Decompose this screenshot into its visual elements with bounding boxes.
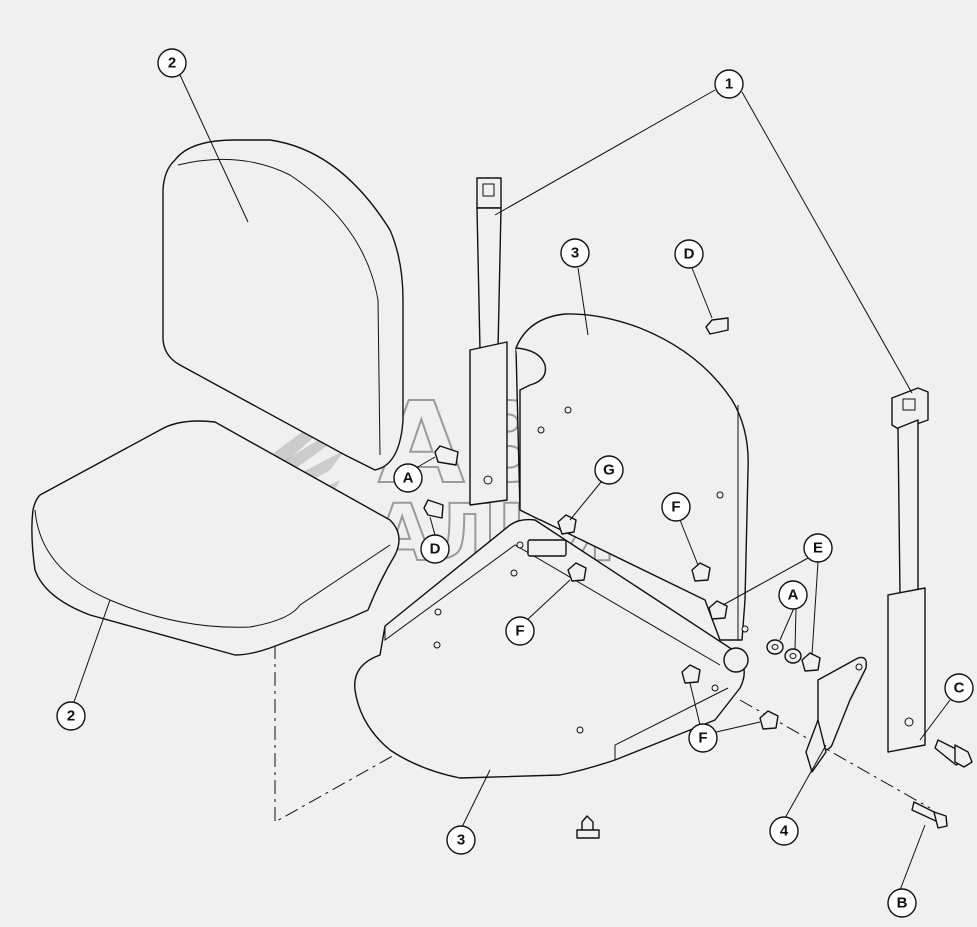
callout-4: 4 (769, 816, 799, 846)
callouts: 1 2 2 3 3 4 A A B C D D (56, 48, 974, 918)
callout-F-center: F (505, 616, 535, 646)
leader-lines (73, 74, 951, 891)
callout-C: C (944, 673, 974, 703)
seat-bottom-pan (354, 518, 745, 779)
svg-text:2: 2 (67, 708, 75, 725)
callout-G: G (594, 455, 624, 485)
svg-text:E: E (813, 540, 823, 557)
svg-text:D: D (684, 246, 695, 263)
callout-2-top: 2 (157, 48, 187, 78)
callout-A-left: A (393, 463, 423, 493)
callout-3-top: 3 (560, 238, 590, 268)
svg-text:D: D (430, 541, 441, 558)
svg-text:2: 2 (168, 55, 176, 72)
callout-3-bottom: 3 (446, 825, 476, 855)
callout-B: B (887, 888, 917, 918)
svg-text:F: F (698, 730, 707, 747)
callout-F-upper: F (661, 492, 691, 522)
seat-back-cushion (162, 139, 404, 471)
callout-2-bottom: 2 (56, 701, 86, 731)
svg-text:F: F (515, 623, 524, 640)
svg-text:B: B (897, 895, 908, 912)
svg-text:A: A (403, 470, 414, 487)
strap-center (469, 177, 508, 506)
svg-text:1: 1 (725, 76, 733, 93)
svg-text:3: 3 (571, 245, 579, 262)
svg-text:G: G (603, 462, 615, 479)
strap-right (887, 387, 929, 753)
svg-text:C: C (954, 680, 965, 697)
callout-E: E (803, 533, 833, 563)
svg-text:F: F (671, 499, 680, 516)
callout-D-left: D (420, 534, 450, 564)
callout-A-right: A (778, 580, 808, 610)
callout-1: 1 (714, 69, 744, 99)
svg-text:A: A (788, 587, 799, 604)
seat-bottom-cushion (31, 420, 400, 656)
callout-F-lower: F (688, 723, 718, 753)
svg-text:3: 3 (457, 832, 465, 849)
svg-text:4: 4 (780, 823, 789, 840)
fasteners (423, 317, 973, 839)
seat-back-pan (515, 313, 749, 641)
callout-D-top: D (674, 239, 704, 269)
